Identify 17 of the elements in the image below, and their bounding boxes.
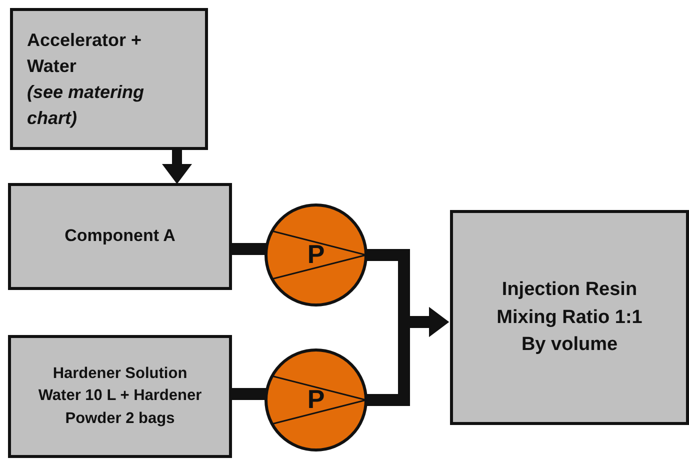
process-box [8, 183, 232, 290]
box-label: Component A [64, 225, 176, 248]
arrow [367, 307, 449, 406]
pump [264, 203, 368, 307]
box-label: Accelerator + Water [27, 28, 143, 78]
box-label: Hardener Solution Water 10 L + Hardener Powder 2 bags [37, 364, 203, 429]
process-box [10, 8, 208, 150]
pump [264, 348, 368, 452]
connector [232, 243, 266, 255]
connector [232, 388, 266, 400]
box-label: Injection Resin Mixing Ratio 1:1 By volume [496, 278, 644, 358]
arrow [162, 150, 192, 184]
box-label: (see matering chart) [27, 81, 146, 130]
pump-label: P [307, 238, 325, 272]
process-box [8, 335, 232, 458]
process-box [450, 210, 689, 425]
pump-label: P [307, 383, 325, 416]
